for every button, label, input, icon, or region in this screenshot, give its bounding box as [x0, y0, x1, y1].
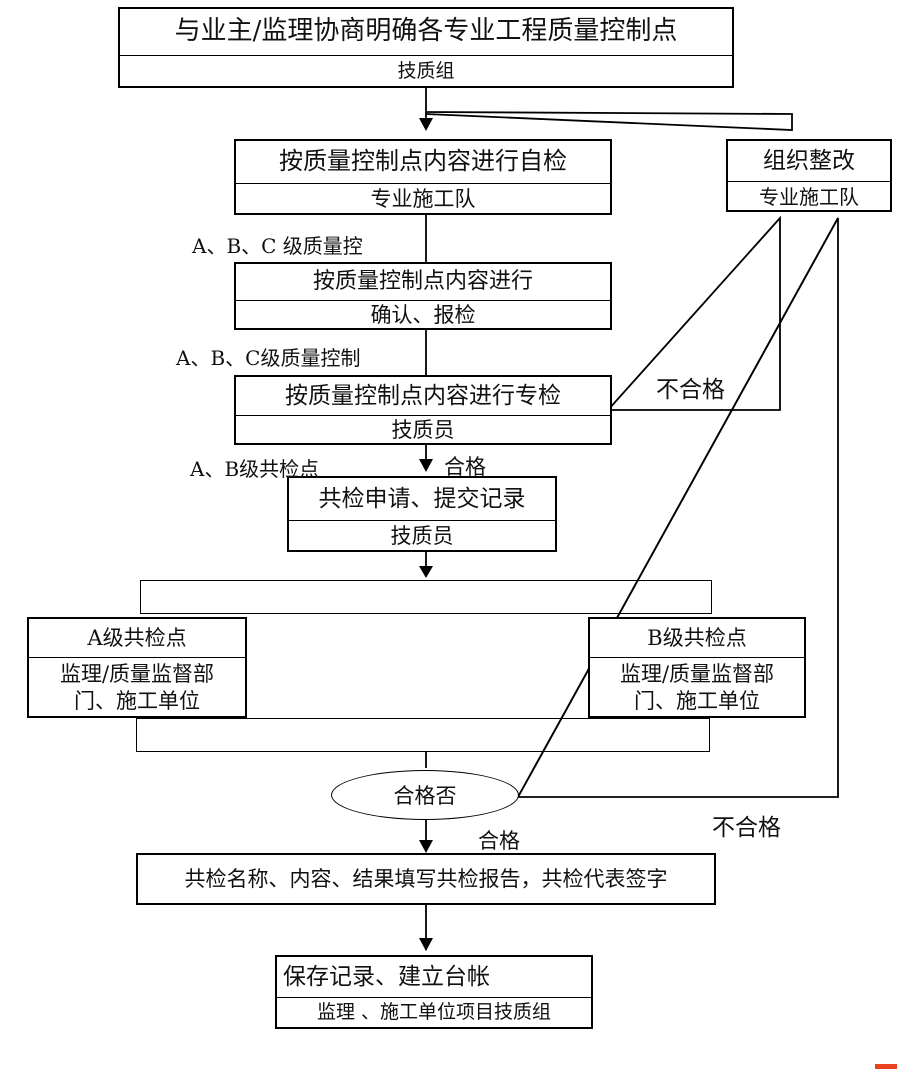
label-fail-2: 不合格 — [712, 815, 781, 841]
node-joint-apply-sub: 技质员 — [390, 523, 454, 548]
arrowhead-archive — [419, 938, 433, 951]
arrowhead-bars — [419, 566, 433, 578]
node-report-text: 共检名称、内容、结果填写共检报告，共检代表签字 — [184, 866, 668, 891]
node-rectify: 组织整改 专业施工队 — [726, 139, 892, 212]
arrowhead-report — [419, 840, 433, 853]
node-archive: 保存记录、建立台帐 监理 、施工单位项目技质组 — [275, 955, 593, 1029]
edge-special-fail-loop — [607, 215, 781, 411]
node-special-check-title: 按质量控制点内容进行专检 — [285, 382, 561, 409]
node-b-level-sub1: 监理/质量监督部 — [619, 661, 775, 686]
node-rectify-sub: 专业施工队 — [759, 184, 859, 209]
label-pass-1: 合格 — [444, 455, 486, 479]
node-decision: 合格否 — [331, 770, 519, 820]
node-top-sub: 技质组 — [397, 60, 455, 83]
node-b-level: B级共检点 监理/质量监督部 门、施工单位 — [588, 617, 806, 718]
node-top: 与业主/监理协商明确各专业工程质量控制点 技质组 — [118, 7, 734, 88]
node-b-level-title: B级共检点 — [647, 625, 747, 650]
node-a-level-sub2: 门、施工单位 — [74, 688, 200, 713]
node-confirm-sub: 确认、报检 — [370, 303, 476, 328]
edge-top-to-rectify — [425, 111, 793, 131]
arrowhead-selfcheck — [419, 118, 433, 131]
node-a-level: A级共检点 监理/质量监督部 门、施工单位 — [27, 617, 247, 718]
node-decision-text: 合格否 — [393, 784, 457, 808]
node-self-check-title: 按质量控制点内容进行自检 — [279, 147, 567, 176]
node-rectify-title: 组织整改 — [763, 147, 855, 174]
node-a-level-sub1: 监理/质量监督部 — [59, 661, 215, 686]
node-archive-sub: 监理 、施工单位项目技质组 — [316, 1001, 552, 1024]
label-ab-joint: A、B级共检点 — [190, 457, 320, 481]
node-self-check: 按质量控制点内容进行自检 专业施工队 — [234, 139, 612, 215]
node-special-check: 按质量控制点内容进行专检 技质员 — [234, 375, 612, 445]
label-abc-2: A、B、C级质量控制 — [176, 346, 361, 370]
label-abc-1: A、B、C 级质量控 — [192, 234, 363, 258]
corner-accent-mark — [875, 1064, 897, 1069]
node-joint-apply: 共检申请、提交记录 技质员 — [287, 476, 557, 552]
label-pass-2: 合格 — [478, 829, 520, 853]
node-a-level-title: A级共检点 — [87, 625, 187, 650]
node-top-title: 与业主/监理协商明确各专业工程质量控制点 — [174, 16, 678, 47]
node-archive-title: 保存记录、建立台帐 — [283, 963, 490, 990]
split-bar-top — [140, 580, 712, 614]
node-special-check-sub: 技质员 — [391, 418, 455, 443]
arrowhead-apply — [419, 459, 433, 472]
label-fail-1: 不合格 — [656, 377, 725, 403]
node-report: 共检名称、内容、结果填写共检报告，共检代表签字 — [136, 853, 716, 905]
edge-decision-fail-diag — [517, 217, 839, 798]
node-joint-apply-title: 共检申请、提交记录 — [318, 485, 526, 512]
node-self-check-sub: 专业施工队 — [370, 186, 476, 211]
node-confirm-title: 按质量控制点内容进行 — [312, 269, 533, 295]
node-confirm: 按质量控制点内容进行 确认、报检 — [234, 262, 612, 330]
node-b-level-sub2: 门、施工单位 — [634, 688, 760, 713]
split-bar-bottom — [136, 718, 710, 752]
